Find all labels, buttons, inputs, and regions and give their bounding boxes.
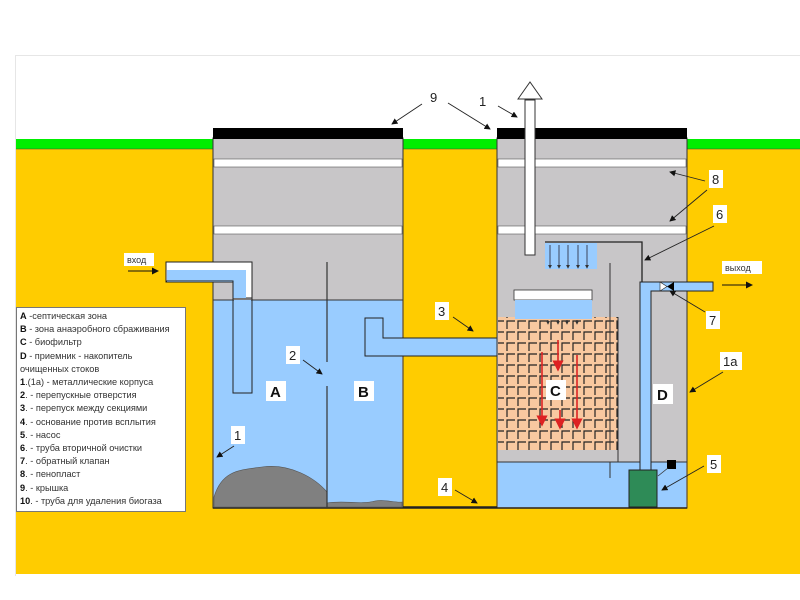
legend-item: B - зона анаэробного сбраживания [20,323,182,336]
legend-text: . - основание против всплытия [25,416,156,427]
legend-item: D - приемник - накопитель [20,350,182,363]
legend-text: очищенных стоков [20,363,100,374]
legend-key: D [20,350,27,361]
check-valve [659,281,668,292]
legend-item: 4. - основание против всплытия [20,416,182,429]
outlet-label: выход [725,263,751,273]
legend-item: 5. - насос [20,429,182,442]
lid-right [497,128,687,139]
legend-text: .(1а) - металлические корпуса [25,377,154,388]
legend-text: . - труба вторичной очистки [25,443,143,454]
foam-layer [213,225,403,235]
callout-9: 9 [430,90,437,105]
foam-layer [213,158,403,168]
zone-c-label: C [550,383,561,400]
legend-key: C [20,337,27,348]
legend-item: 10. - труба для удаления биогаза [20,495,182,508]
legend-key: A [20,311,27,321]
legend-text: - зона анаэробного сбраживания [26,324,170,335]
callout-2: 2 [289,348,296,363]
legend-text: . - пенопласт [25,469,81,480]
legend-key: 3 [20,403,26,414]
callout-1-left: 1 [234,428,241,443]
legend-text: - приемник - накопитель [26,350,133,361]
foam-layer [497,158,687,168]
lid-left [213,128,403,139]
legend-key: 9 [20,482,26,493]
water-bottom [498,462,686,507]
zone-a-label: A [270,384,281,401]
legend-text: . - крышка [25,482,69,493]
callout-6: 6 [716,207,723,222]
callout-1a: 1a [723,354,738,369]
sludge-b [326,500,403,508]
legend-item: 7. - обратный клапан [20,455,182,468]
legend-key: 8 [20,469,26,480]
legend-item: 1.(1а) - металлические корпуса [20,376,182,389]
legend-text: . - перепускные отверстия [25,390,137,401]
sludge-a [213,466,328,508]
grass-strip [16,139,800,149]
callout-1-top: 1 [479,94,486,109]
float-switch [667,460,676,469]
flow-arrows [536,340,583,430]
inlet-label: вход [127,255,147,265]
legend-text: . - перепуск между секциями [25,403,148,414]
right-tank [496,81,714,509]
callout-labels: 9 1 8 6 7 3 2 1 1a 4 5 [231,88,742,496]
foam-layer [497,225,687,235]
legend-item: 8. - пенопласт [20,468,182,481]
legend-item: 3. - перепуск между секциями [20,402,182,415]
legend-key: 2 [20,390,26,401]
biogas-cap [517,81,543,100]
callout-3: 3 [438,304,445,319]
legend-text: - биофильтр [26,337,82,348]
legend-item: 2. - перепускные отверстия [20,389,182,402]
legend-text: . - насос [25,429,61,440]
biogas-pipe [524,99,536,256]
legend-text: -септическая зона [26,311,108,321]
legend-key: B [20,324,27,335]
callout-5: 5 [710,457,717,472]
legend-item: очищенных стоков [20,363,182,376]
legend-key: 6 [20,443,26,454]
legend-item: 9. - крышка [20,482,182,495]
legend-key: 4 [20,416,26,427]
legend-key: 1 [20,377,26,388]
callout-4: 4 [441,480,448,495]
legend-item: C - биофильтр [20,336,182,349]
pump [628,469,658,508]
legend-key: 5 [20,429,26,440]
zone-b-label: B [358,384,369,401]
legend-item: 6. - труба вторичной очистки [20,442,182,455]
legend-key: 10 [20,495,31,506]
callout-7: 7 [709,313,716,328]
callout-8: 8 [712,172,719,187]
legend-item: A -септическая зона [20,310,182,323]
legend-key: 7 [20,456,26,467]
legend-text: . - обратный клапан [25,456,110,467]
legend-text: . - труба для удаления биогаза [30,495,162,506]
zone-d-label: D [657,387,668,404]
